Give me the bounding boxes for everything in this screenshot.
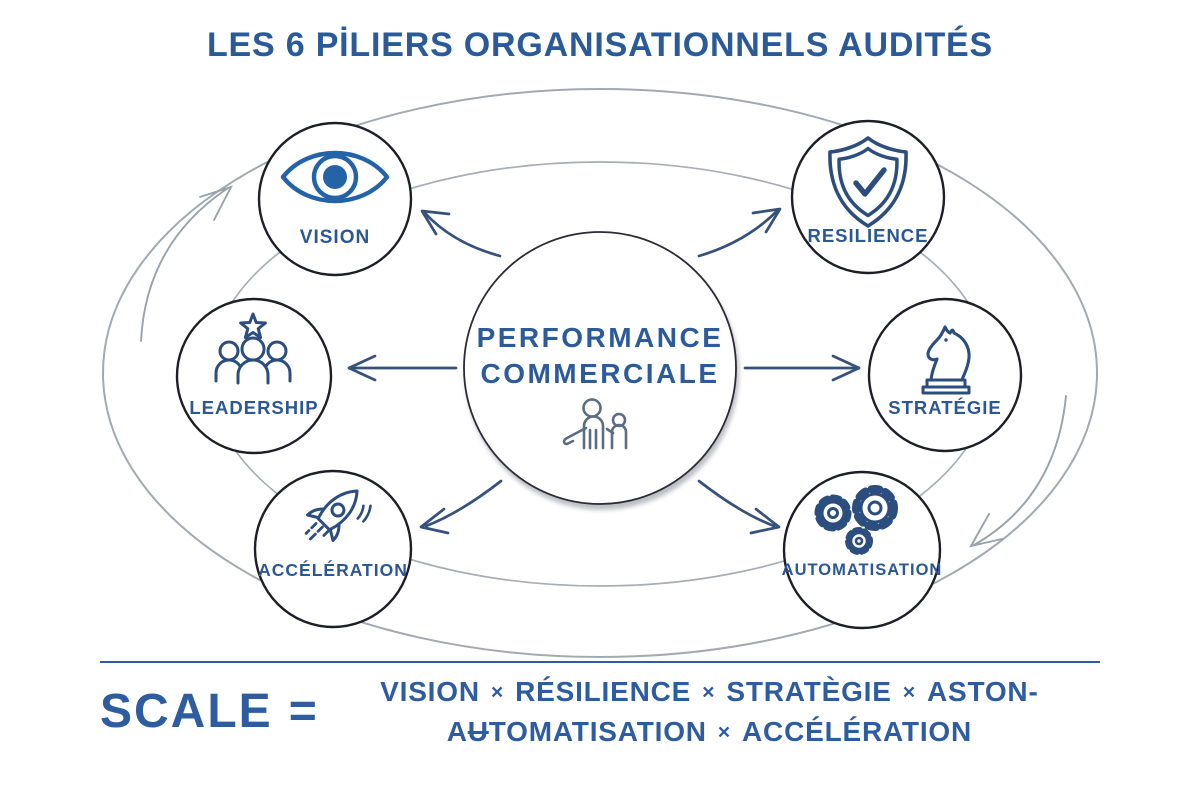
term-automatisation-rest: TOMATISATION: [488, 715, 707, 747]
formula-line-1: VISION × RÉSILIENCE × STRATÈGIE × ASTON-: [319, 672, 1100, 712]
struck-letter: U: [467, 715, 489, 747]
label-resilience: RESILIENCE: [807, 225, 928, 246]
term-acceleration: ACCÉLÉRATION: [742, 715, 972, 747]
rocket-icon: [304, 489, 372, 542]
page-title: LES 6 PİLIERS ORGANISATIONNELS AUDITÉS: [206, 26, 994, 64]
chess-knight-icon: [921, 325, 971, 395]
arrow-center-to-automatisation: [697, 479, 781, 535]
divider-line: [100, 661, 1100, 663]
center-title-line1: PERFORMANCE: [477, 322, 724, 353]
team-star-icon: [214, 312, 292, 385]
arrow-center-to-strategie: [743, 354, 861, 382]
gears-icon: [814, 485, 898, 555]
label-strategie: STRATÉGIE: [888, 397, 1002, 418]
cycle-flow-arrow-left: [140, 185, 233, 342]
term-vision: VISION: [380, 676, 480, 707]
arrow-center-to-acceleration: [419, 479, 503, 535]
arrow-center-to-vision: [420, 209, 502, 258]
cycle-flow-arrow-right: [969, 395, 1067, 548]
label-automatisation: AUTOMATISATION: [782, 561, 943, 579]
center-title-line2: COMMERCIALE: [480, 358, 719, 389]
mentorship-people-icon: [562, 398, 628, 450]
scale-word: SCALE: [100, 685, 273, 739]
term-automatisation: A: [446, 715, 468, 747]
label-vision: VISION: [300, 227, 370, 248]
formula-expression: VISION × RÉSILIENCE × STRATÈGIE × ASTON- AUTOM…: [319, 672, 1100, 752]
center-circle: [463, 231, 737, 505]
formula-line-2: AUTOMATISATION × ACCÉLÉRATION: [319, 712, 1100, 752]
circle-resilience: [790, 119, 946, 275]
arrow-center-to-resilience: [697, 207, 782, 258]
scale-formula: SCALE = VISION × RÉSILIENCE × STRATÈGIE × ASTON…: [100, 672, 1100, 752]
term-aston: ASTON-: [926, 676, 1039, 707]
term-resilience: RÉSILIENCE: [515, 676, 692, 707]
label-acceleration: ACCÉLÉRATION: [258, 559, 408, 580]
label-leadership: LEADERSHIP: [189, 397, 318, 418]
equals-sign: =: [288, 685, 319, 739]
outer-cycle-ring: [102, 88, 1098, 658]
term-strategie: STRATÈGIE: [726, 676, 892, 707]
times-sign: ×: [702, 680, 716, 704]
arrow-center-to-leadership: [347, 354, 458, 382]
times-sign: ×: [490, 680, 505, 704]
shield-check-icon: [828, 136, 908, 228]
circle-acceleration: [253, 469, 413, 629]
eye-icon: [280, 150, 390, 204]
formula-lhs: SCALE =: [100, 684, 319, 739]
times-sign: ×: [717, 719, 732, 744]
times-sign: ×: [902, 680, 916, 704]
